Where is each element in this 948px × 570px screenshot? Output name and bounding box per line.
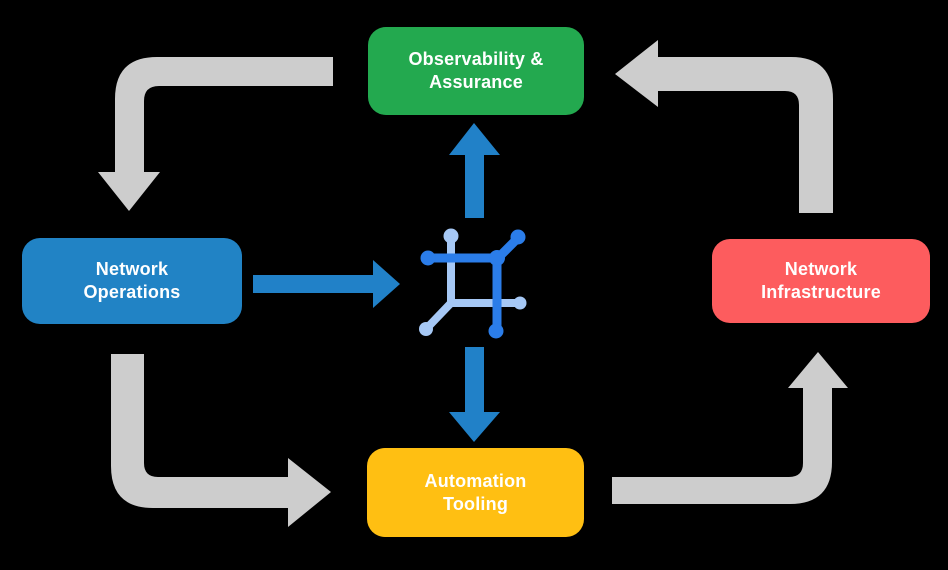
node-network-operations: Network Operations <box>22 238 242 324</box>
node-label-line: Network <box>784 259 858 279</box>
icon-light-diagonal <box>425 300 454 330</box>
node-network-infrastructure: Network Infrastructure <box>712 239 930 323</box>
node-label-line: Operations <box>83 282 181 302</box>
blue-arrow-operations-to-center <box>253 260 400 308</box>
cycle-arrow-blue-to-yellow <box>111 354 331 527</box>
node-automation-tooling: Automation Tooling <box>367 448 584 537</box>
node-observability-assurance: Observability & Assurance <box>368 27 584 115</box>
node-label-line: Observability & <box>408 49 544 69</box>
blue-arrow-center-to-tooling <box>449 347 500 442</box>
icon-light-node-right <box>513 296 527 310</box>
cycle-arrow-red-to-green <box>615 40 833 213</box>
icon-dark-node-junction <box>489 250 505 266</box>
node-label-line: Tooling <box>442 493 509 514</box>
cycle-arrow-green-to-blue <box>98 57 333 211</box>
icon-dark-node-bottom <box>488 323 504 339</box>
icon-dark-node-left <box>420 250 436 266</box>
node-label-line: Automation <box>424 470 527 491</box>
cycle-arrow-yellow-to-red <box>612 352 848 504</box>
node-label-line: Network <box>95 259 169 279</box>
node-label-line: Assurance <box>429 72 523 92</box>
node-label-line: Infrastructure <box>761 282 881 302</box>
network-mesh-icon <box>419 228 527 339</box>
blue-arrow-center-to-observability <box>449 123 500 218</box>
icon-dark-node-topright <box>510 229 526 245</box>
icon-light-node-top <box>443 228 459 244</box>
icon-light-node-bottomleft <box>419 322 433 336</box>
